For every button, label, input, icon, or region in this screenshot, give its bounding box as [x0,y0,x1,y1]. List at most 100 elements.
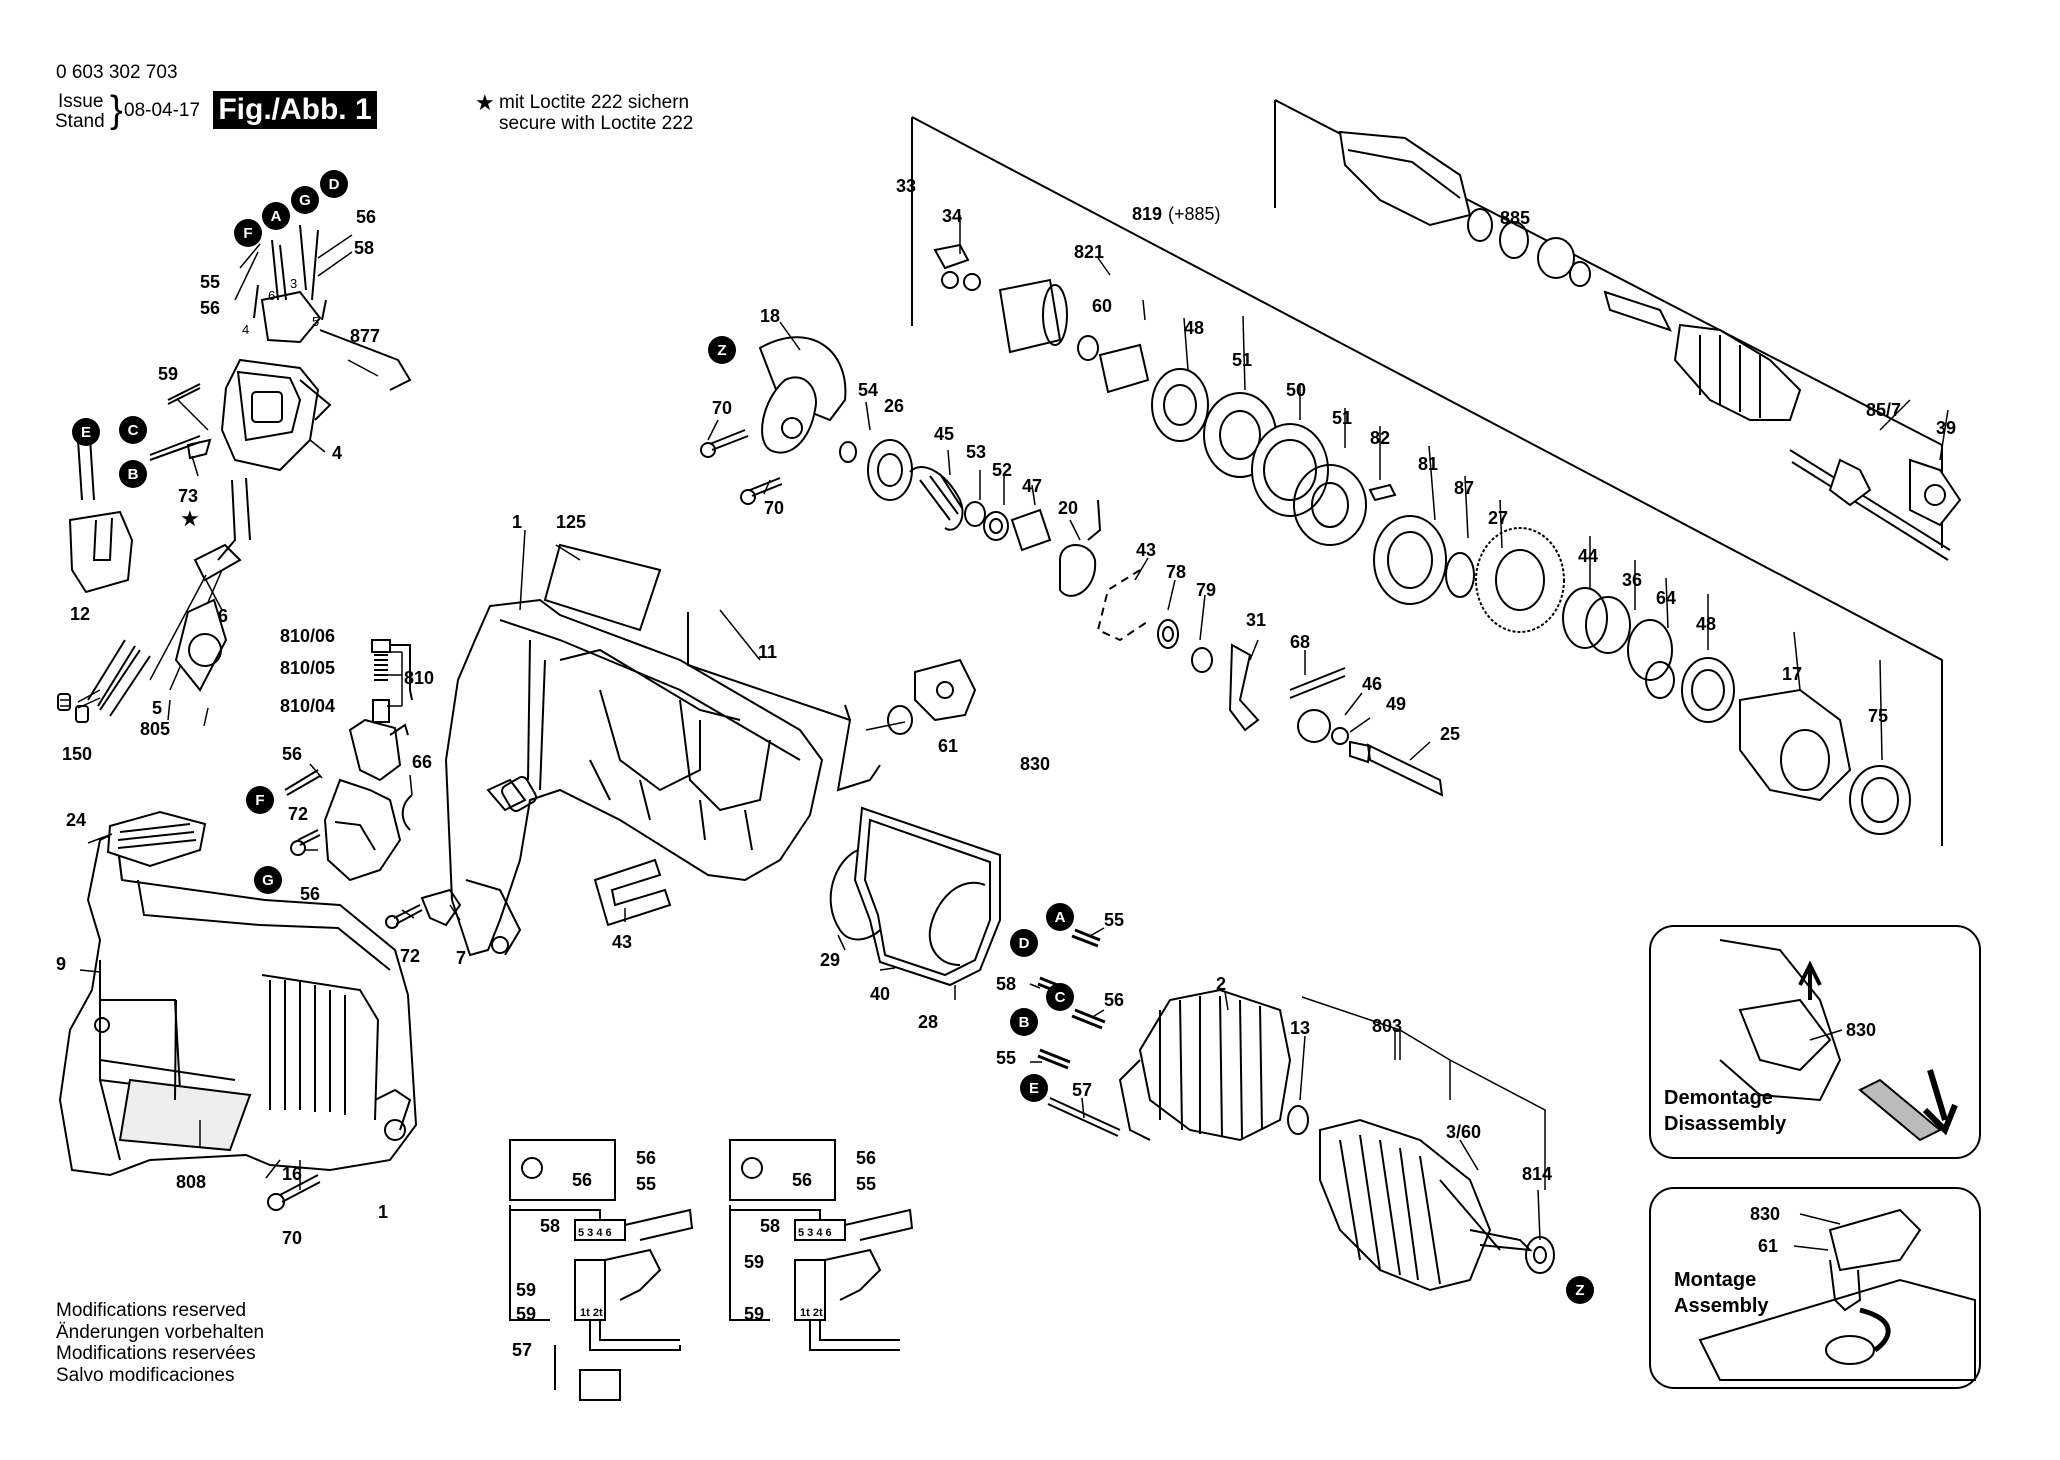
marker-a-top: A [262,202,290,230]
label-52: 52 [992,460,1012,480]
wiring2-terminals: 5 3 4 6 [798,1227,832,1239]
brushes-55-58-56-57 [1037,928,1121,1137]
cable-assembly [57,477,251,723]
label-20: 20 [1058,498,1078,518]
wiring1-label-59-b: 59 [516,1304,536,1324]
inset2-label-61: 61 [1758,1236,1778,1256]
label-3-small: 3 [290,276,297,291]
part-61-830 [887,658,977,735]
housing-shell-part-1 [58,830,418,1177]
label-11: 11 [758,642,777,662]
inset2-label-830: 830 [1750,1204,1780,1224]
loctite-star: ★ [475,90,495,115]
svg-text:Z: Z [717,342,726,359]
label-64: 64 [1656,588,1676,608]
inset-disassembly [1649,925,1981,1159]
screw-70-bottom [267,1174,321,1211]
label-48-a: 48 [1184,318,1204,338]
label-54: 54 [858,380,878,400]
label-70-a: 70 [712,398,732,418]
label-6: 6 [218,606,228,626]
wiring2-switch: 1t 2t [800,1307,823,1319]
wiring2-label-59-b: 59 [744,1304,764,1324]
label-2: 2 [1216,974,1226,994]
label-44: 44 [1578,546,1598,566]
marker-f-top: F [234,219,262,247]
label-56-d: 56 [300,884,320,904]
issue-label: Issue [58,91,104,112]
label-43-b: 43 [1136,540,1156,560]
inset2-assembly: Assembly [1674,1295,1769,1317]
modifications-en: Modifications reserved [56,1300,247,1321]
label-56-c: 56 [282,744,302,764]
wiring1-label-59-a: 59 [516,1280,536,1300]
marker-a-motor: A [1046,903,1074,931]
bracket-7-screw-72 [385,888,462,929]
label-5-small: 5 [312,314,319,329]
clip-43 [593,858,672,927]
label-810-04: 810/04 [280,696,335,716]
label-3-60: 3/60 [1446,1122,1481,1142]
label-79: 79 [1196,580,1216,600]
label-13: 13 [1290,1018,1310,1038]
switch-assembly [220,224,412,472]
label-808: 808 [176,1172,206,1192]
label-51-a: 51 [1232,350,1252,370]
parts-43-78-79-31 [1096,569,1260,732]
gear-train-parts [933,243,1911,835]
svg-text:B: B [1019,1014,1030,1031]
svg-text:D: D [329,176,340,193]
marker-f-mid: F [246,786,274,814]
label-885: 885 [1500,208,1530,228]
marker-d-motor: D [1010,929,1038,957]
label-28: 28 [918,1012,938,1032]
label-11-bracket [687,612,881,792]
label-49: 49 [1386,694,1406,714]
marker-g-mid: G [254,866,282,894]
wiring2-label-56-b: 56 [792,1170,812,1190]
inset1-label-830: 830 [1846,1020,1876,1040]
chuck-assembly-885 [1338,130,1962,561]
label-5: 5 [152,698,162,718]
label-877: 877 [350,326,380,346]
label-125 [543,543,662,632]
label-43-a: 43 [612,932,632,952]
field-coil-part-2 [1118,988,1292,1142]
label-85-7: 85/7 [1866,400,1901,420]
svg-text:B: B [128,466,139,483]
parts-18-70-54-26 [700,336,913,505]
parts-68-46-49-25 [1289,667,1444,797]
label-58-motor: 58 [996,974,1016,994]
modifications-es: Salvo modificaciones [56,1364,235,1386]
issue-date: 08-04-17 [124,100,201,121]
label-75: 75 [1868,706,1888,726]
label-81: 81 [1418,454,1438,474]
label-810: 810 [404,668,434,688]
label-60: 60 [1092,296,1112,316]
wiring1-label-58: 58 [540,1216,560,1236]
small-screws-59-73 [149,383,212,461]
svg-text:E: E [81,424,91,441]
wiring-diagram-1 [509,1139,694,1401]
label-61-a: 61 [938,736,958,756]
wiring2-label-56-a: 56 [856,1148,876,1168]
label-1-left: 1 [378,1202,388,1222]
marker-e-motor: E [1020,1074,1048,1102]
label-56-a: 56 [356,207,376,227]
label-39: 39 [1936,418,1956,438]
armature-part-3-60 [1287,1105,1555,1292]
parts-45-53-52-47-20 [909,466,1102,597]
figure-label: Fig./Abb. 1 [213,91,377,129]
marker-b-left: B [119,460,147,488]
svg-text:D: D [1019,935,1030,952]
loctite-star-part-73: ★ [180,506,200,531]
label-55-motor-a: 55 [1104,910,1124,930]
wiring2-label-55: 55 [856,1174,876,1194]
wiring1-switch: 1t 2t [580,1307,603,1319]
main-housing-part-1 [444,598,824,957]
label-72-b: 72 [400,946,420,966]
marker-d-top: D [320,170,348,198]
svg-text:F: F [255,792,264,809]
gasket-40-29-28 [829,806,1001,987]
